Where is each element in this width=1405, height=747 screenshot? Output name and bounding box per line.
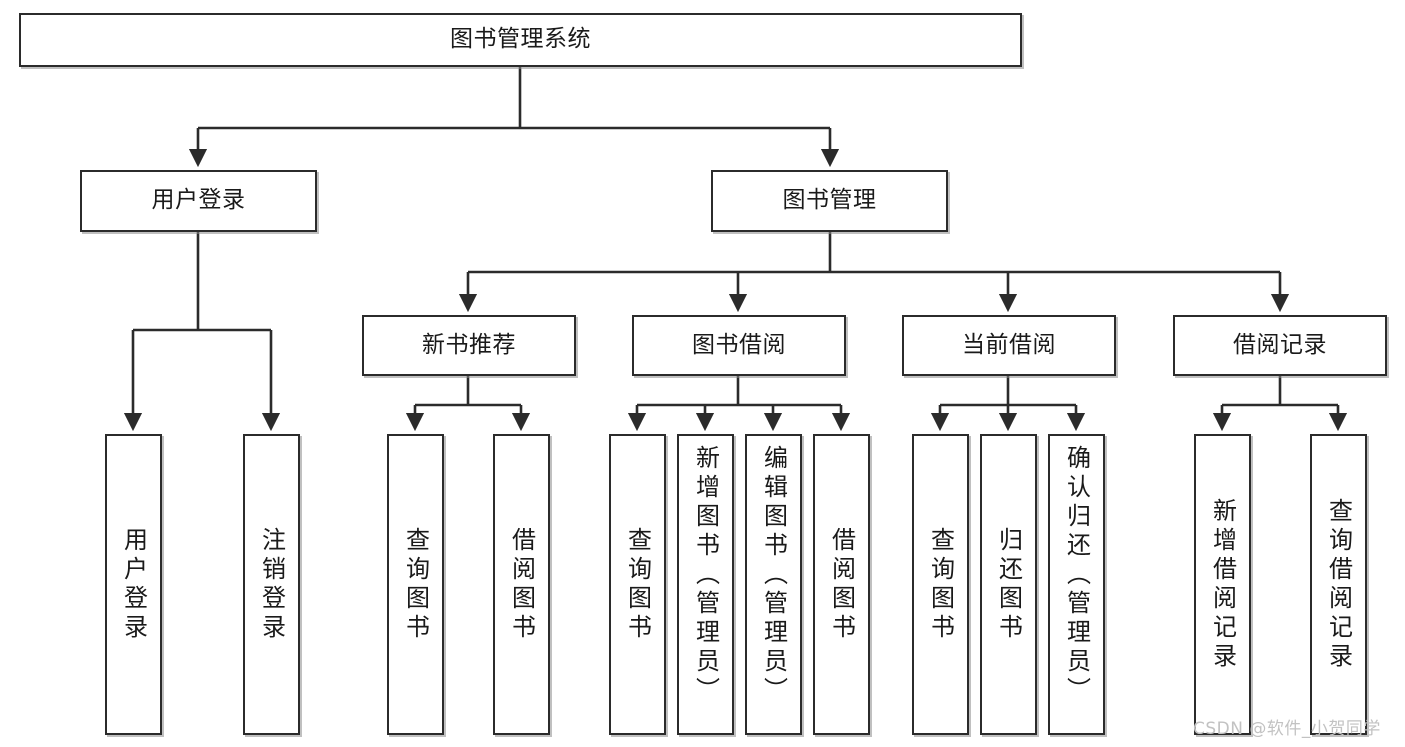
node-leaf-add-record-label: 新增借阅记录 bbox=[1208, 497, 1237, 672]
node-root-label: 图书管理系统 bbox=[450, 26, 591, 53]
node-leaf-query-book-1-label: 查询图书 bbox=[401, 526, 430, 643]
node-borrow-record[interactable]: 借阅记录 bbox=[1173, 315, 1387, 376]
node-leaf-user-logout[interactable]: 注销登录 bbox=[243, 434, 300, 735]
node-book-management-label: 图书管理 bbox=[782, 187, 877, 214]
node-leaf-borrow-book-1-label: 借阅图书 bbox=[507, 526, 536, 643]
node-user-login[interactable]: 用户登录 bbox=[80, 170, 317, 232]
node-leaf-query-book-2[interactable]: 查询图书 bbox=[609, 434, 666, 735]
node-new-book-recommend[interactable]: 新书推荐 bbox=[362, 315, 576, 376]
node-leaf-borrow-book-2[interactable]: 借阅图书 bbox=[813, 434, 870, 735]
node-leaf-confirm-return[interactable]: 确认归还（管理员） bbox=[1048, 434, 1105, 735]
node-current-borrow-label: 当前借阅 bbox=[962, 331, 1056, 358]
node-leaf-add-record[interactable]: 新增借阅记录 bbox=[1194, 434, 1251, 735]
node-leaf-user-login-label: 用户登录 bbox=[119, 526, 148, 643]
node-book-borrow[interactable]: 图书借阅 bbox=[632, 315, 846, 376]
node-book-borrow-label: 图书借阅 bbox=[692, 331, 786, 358]
node-leaf-query-book-1[interactable]: 查询图书 bbox=[387, 434, 444, 735]
node-leaf-query-record-label: 查询借阅记录 bbox=[1324, 497, 1353, 672]
node-leaf-return-book[interactable]: 归还图书 bbox=[980, 434, 1037, 735]
node-leaf-edit-book-label: 编辑图书（管理员） bbox=[759, 445, 788, 706]
node-leaf-query-book-3-label: 查询图书 bbox=[926, 526, 955, 643]
node-new-book-recommend-label: 新书推荐 bbox=[422, 331, 516, 358]
node-leaf-user-login[interactable]: 用户登录 bbox=[105, 434, 162, 735]
node-leaf-add-book[interactable]: 新增图书（管理员） bbox=[677, 434, 734, 735]
node-leaf-edit-book[interactable]: 编辑图书（管理员） bbox=[745, 434, 802, 735]
node-leaf-return-book-label: 归还图书 bbox=[994, 526, 1023, 643]
node-leaf-query-record[interactable]: 查询借阅记录 bbox=[1310, 434, 1367, 735]
node-root[interactable]: 图书管理系统 bbox=[19, 13, 1022, 67]
node-leaf-confirm-return-label: 确认归还（管理员） bbox=[1062, 445, 1091, 706]
node-borrow-record-label: 借阅记录 bbox=[1233, 331, 1327, 358]
node-leaf-borrow-book-1[interactable]: 借阅图书 bbox=[493, 434, 550, 735]
watermark: CSDN @软件_小贺同学 bbox=[1193, 719, 1381, 739]
node-leaf-user-logout-label: 注销登录 bbox=[257, 526, 286, 643]
node-leaf-borrow-book-2-label: 借阅图书 bbox=[827, 526, 856, 643]
node-leaf-add-book-label: 新增图书（管理员） bbox=[691, 445, 720, 706]
node-book-management[interactable]: 图书管理 bbox=[711, 170, 948, 232]
node-user-login-label: 用户登录 bbox=[151, 187, 246, 214]
node-leaf-query-book-2-label: 查询图书 bbox=[623, 526, 652, 643]
node-current-borrow[interactable]: 当前借阅 bbox=[902, 315, 1116, 376]
node-leaf-query-book-3[interactable]: 查询图书 bbox=[912, 434, 969, 735]
